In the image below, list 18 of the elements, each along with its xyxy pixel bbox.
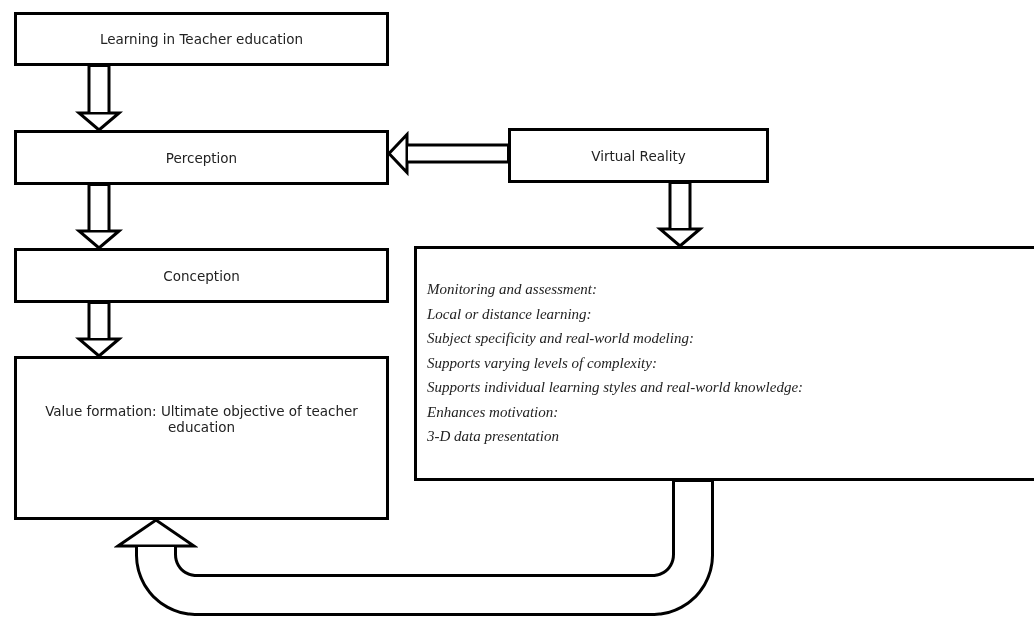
box-label: Perception	[165, 149, 238, 166]
box-label: Conception	[163, 267, 240, 284]
box-label: Value formation: Ultimate objective of teacher education	[44, 403, 359, 435]
box-label: Virtual Reality	[591, 147, 686, 164]
list-item-text: Subject specificity and real-world modeling:	[427, 329, 694, 348]
process-box	[14, 12, 389, 66]
process-box	[414, 246, 1034, 481]
list-item-text: Enhances motivation:	[427, 402, 559, 422]
process-box	[14, 248, 389, 303]
list-item-text: Supports individual learning styles and real-world knowledge:	[427, 378, 804, 397]
box-label: Learning in Teacher education	[99, 31, 304, 47]
process-box	[508, 128, 769, 183]
list-item-text: 3-D data presentation	[427, 427, 559, 446]
list-item-text: Supports varying levels of complexity:	[427, 353, 657, 373]
process-box	[14, 356, 389, 520]
list-item-text: Monitoring and assessment:	[427, 280, 597, 299]
process-box	[14, 130, 389, 185]
list-item-text: Local or distance learning:	[427, 304, 592, 324]
